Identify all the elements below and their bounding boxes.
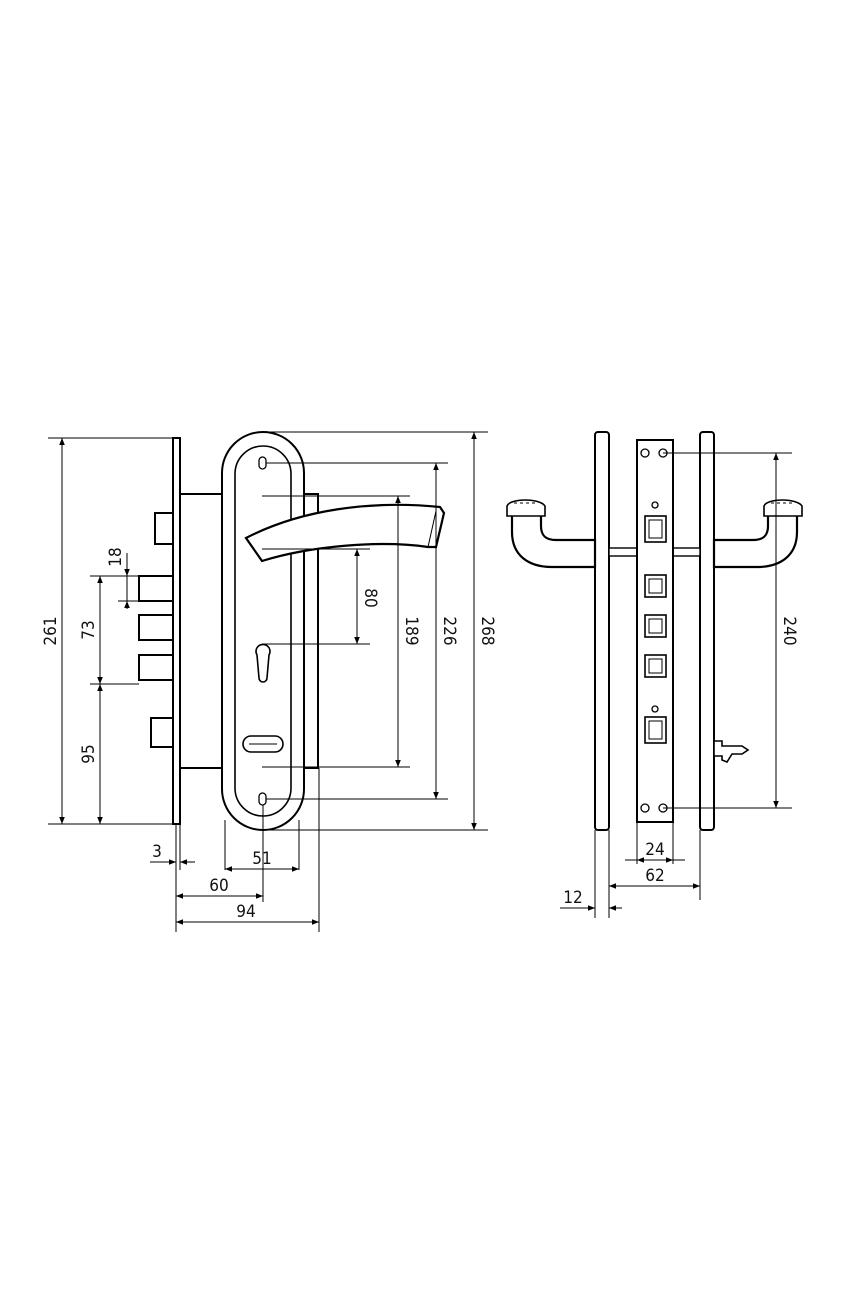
cylinder-keyhole (255, 643, 271, 683)
front-dimension-lines (48, 431, 488, 932)
dim-226: 226 (439, 616, 459, 645)
lock-faceplate (172, 437, 181, 825)
front-view (138, 431, 446, 831)
bolt-top (154, 512, 174, 545)
bolt-2 (138, 614, 174, 641)
side-handle-left (510, 513, 597, 569)
dim-95: 95 (79, 744, 99, 763)
dim-261: 261 (41, 616, 61, 645)
handle-lever (244, 503, 446, 563)
side-view (506, 431, 803, 831)
dim-189: 189 (401, 616, 421, 645)
dim-62: 62 (645, 866, 664, 886)
dim-18: 18 (106, 547, 126, 566)
bolt-3 (138, 654, 174, 681)
escutcheon-inner (234, 445, 292, 817)
dim-240: 240 (779, 616, 799, 645)
screw-hole-bottom (258, 792, 267, 806)
side-escutcheon-right (699, 431, 715, 831)
dim-3: 3 (152, 842, 162, 862)
side-handle-right (712, 513, 799, 569)
dim-24: 24 (645, 840, 664, 860)
bolt-1 (138, 575, 174, 602)
dim-51: 51 (252, 849, 271, 869)
dim-80: 80 (360, 588, 380, 607)
dim-73: 73 (79, 620, 99, 639)
dim-268: 268 (477, 616, 497, 645)
dim-60: 60 (209, 876, 228, 896)
dim-12: 12 (563, 888, 582, 908)
side-dimension-lines (560, 452, 792, 918)
bolt-bottom (150, 717, 174, 748)
thumb-turn-knob (713, 740, 750, 763)
screw-hole-top (258, 456, 267, 470)
dim-94: 94 (236, 902, 255, 922)
side-escutcheon-left (594, 431, 610, 831)
